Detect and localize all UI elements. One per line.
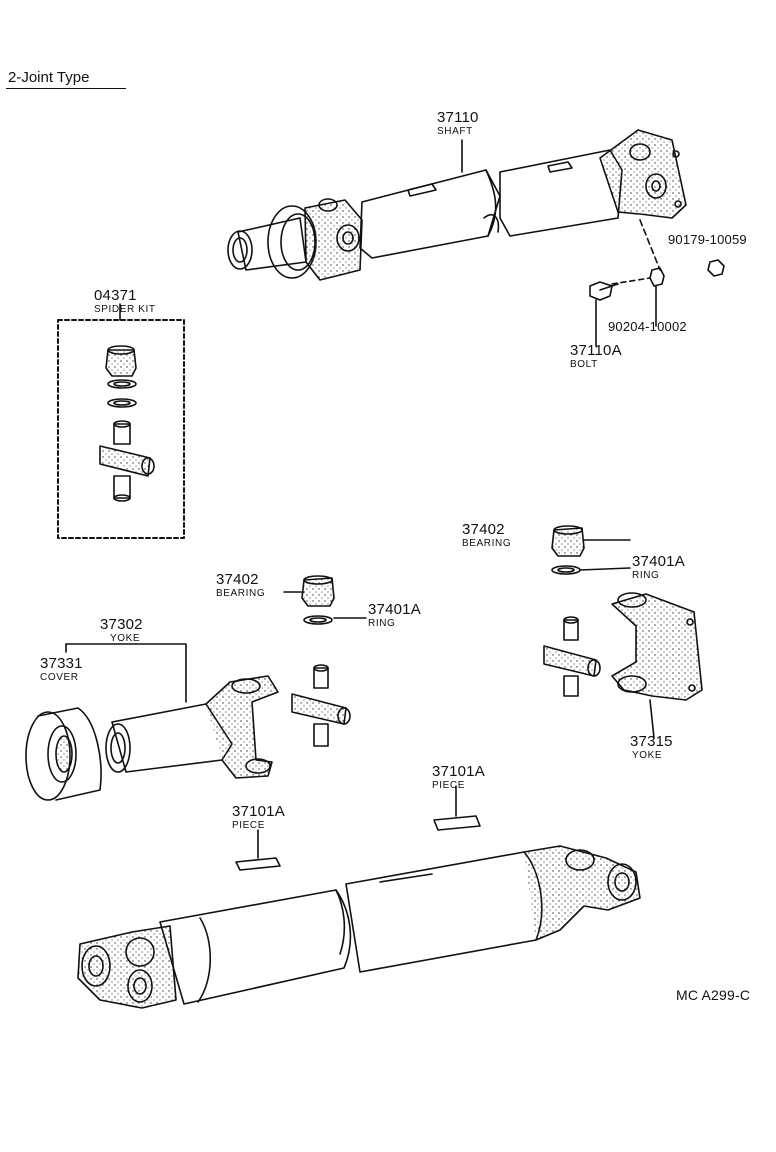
label-37302: 37302 (100, 616, 143, 633)
bolt-guide-line (611, 277, 651, 285)
label-ring-middle: RING (368, 618, 396, 629)
label-bolt: BOLT (570, 359, 598, 370)
flange-yoke-37315 (611, 593, 703, 701)
label-cover: COVER (40, 672, 79, 683)
nut-center (649, 267, 665, 287)
piece-left (235, 857, 281, 871)
label-37401A-right: 37401A (632, 553, 685, 570)
label-bearing-right: BEARING (462, 538, 512, 549)
label-yoke-flange: YOKE (632, 750, 663, 761)
top-flange-yoke (599, 129, 687, 219)
bolt (589, 281, 613, 301)
sleeve-yoke-and-cover (25, 643, 279, 801)
label-piece-left: PIECE (232, 820, 266, 831)
label-bearing-middle: BEARING (216, 588, 266, 599)
label-90179-10059: 90179-10059 (668, 232, 747, 247)
shaft-tube-left (359, 169, 501, 259)
middle-ring (303, 615, 333, 625)
top-shaft-assembly (227, 129, 687, 285)
label-spider-kit: SPIDER KIT (94, 304, 156, 315)
label-90204-10002: 90204-10002 (608, 319, 687, 334)
label-piece-right: PIECE (432, 780, 466, 791)
piece-right (433, 815, 481, 831)
bottom-tube-right (345, 851, 543, 973)
middle-bearing (301, 577, 335, 607)
bottom-left-yoke (77, 925, 177, 1009)
label-ring-right: RING (632, 570, 660, 581)
nut-right (707, 259, 725, 277)
right-joint-parts (543, 525, 703, 739)
right-bearing (551, 527, 585, 557)
title-underline (6, 88, 126, 89)
nut-guide-line (639, 219, 661, 271)
label-37110: 37110 (437, 109, 479, 126)
label-shaft: SHAFT (437, 126, 473, 137)
bolt-and-nuts (589, 259, 725, 347)
middle-joint-parts (283, 575, 367, 747)
label-37110A: 37110A (570, 342, 622, 359)
label-37401A-middle: 37401A (368, 601, 421, 618)
label-yoke-sleeve: YOKE (110, 633, 141, 644)
label-37101A-left: 37101A (232, 803, 285, 820)
label-37101A-right: 37101A (432, 763, 485, 780)
cover-37331 (37, 707, 102, 801)
top-universal-joint (304, 199, 363, 281)
label-37402-middle: 37402 (216, 571, 259, 588)
label-37402-right: 37402 (462, 521, 505, 538)
bottom-tube-left (159, 889, 352, 1005)
bottom-right-yoke (523, 845, 641, 941)
label-37315: 37315 (630, 733, 673, 750)
balance-pieces (235, 785, 481, 871)
label-37331: 37331 (40, 655, 83, 672)
bottom-shaft-assembly (77, 845, 641, 1009)
diagram-code: MC A299-C (676, 987, 751, 1003)
spider-kit-box (57, 303, 185, 539)
label-04371: 04371 (94, 287, 137, 304)
diagram-title: 2-Joint Type (8, 69, 90, 86)
